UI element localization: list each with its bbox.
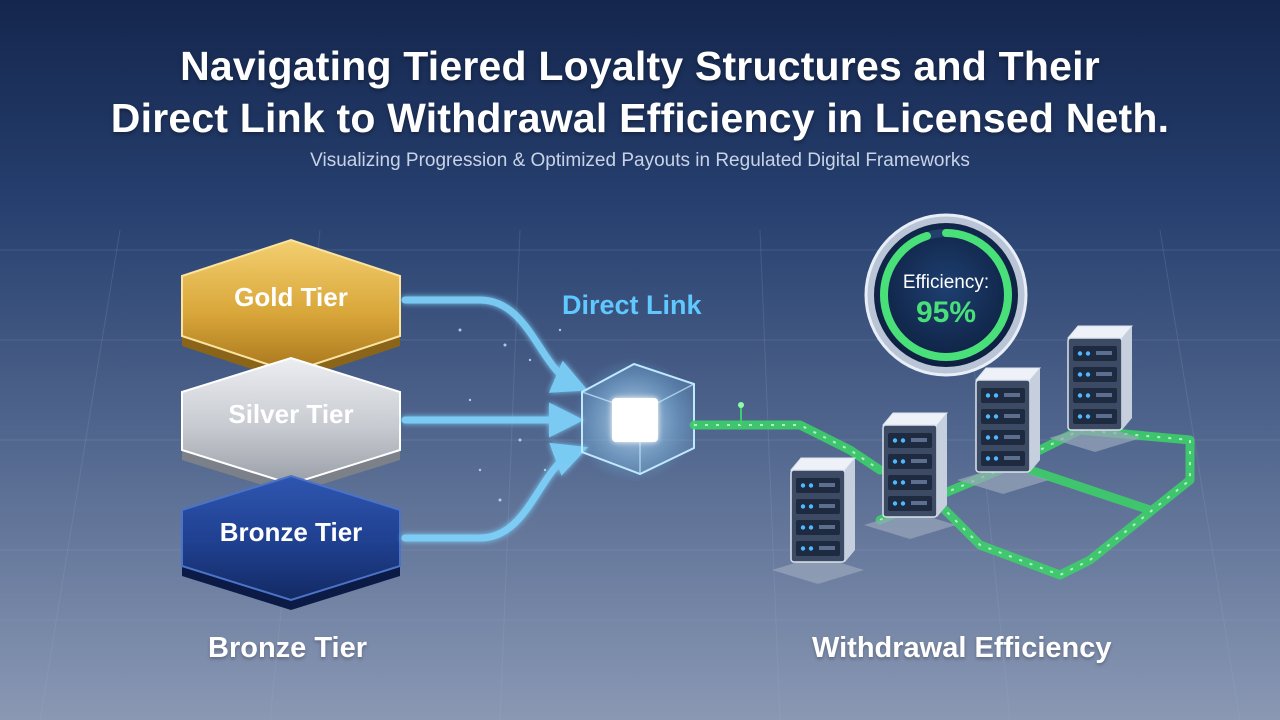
bronze-tier-label: Bronze Tier: [220, 517, 363, 547]
gauge-value: 95%: [916, 296, 976, 329]
gauge-label: Efficiency:: [903, 272, 989, 293]
server-racks: [772, 325, 1141, 584]
direct-link-hub: [572, 358, 696, 482]
bronze-tier-badge: Bronze Tier: [181, 474, 401, 610]
server-rack-4: [1049, 325, 1141, 452]
gauge-progress-arc: [880, 229, 1012, 361]
gold-flow-arrow: [401, 296, 588, 393]
server-rack-1: [772, 457, 864, 584]
silver-tier-label: Silver Tier: [228, 399, 353, 429]
page-title: Navigating Tiered Loyalty Structures and…: [0, 40, 1280, 144]
bronze-flow-arrow: [401, 442, 589, 542]
title-line-1: Navigating Tiered Loyalty Structures and…: [180, 43, 1100, 89]
efficiency-gauge: Efficiency: 95%: [864, 213, 1028, 377]
withdrawal-efficiency-label: Withdrawal Efficiency: [812, 632, 1112, 664]
gold-tier-badge: Gold Tier: [181, 238, 401, 382]
server-rack-2: [864, 412, 956, 539]
direct-link-label: Direct Link: [562, 290, 703, 320]
silver-tier-badge: Silver Tier: [181, 356, 401, 494]
particle-dots: [458, 328, 562, 502]
page-subtitle: Visualizing Progression & Optimized Payo…: [310, 150, 970, 171]
title-line-2: Direct Link to Withdrawal Efficiency in …: [110, 95, 1170, 141]
gold-tier-label: Gold Tier: [234, 282, 348, 312]
bronze-tier-footer-label: Bronze Tier: [208, 632, 368, 664]
server-rack-3: [957, 367, 1049, 494]
